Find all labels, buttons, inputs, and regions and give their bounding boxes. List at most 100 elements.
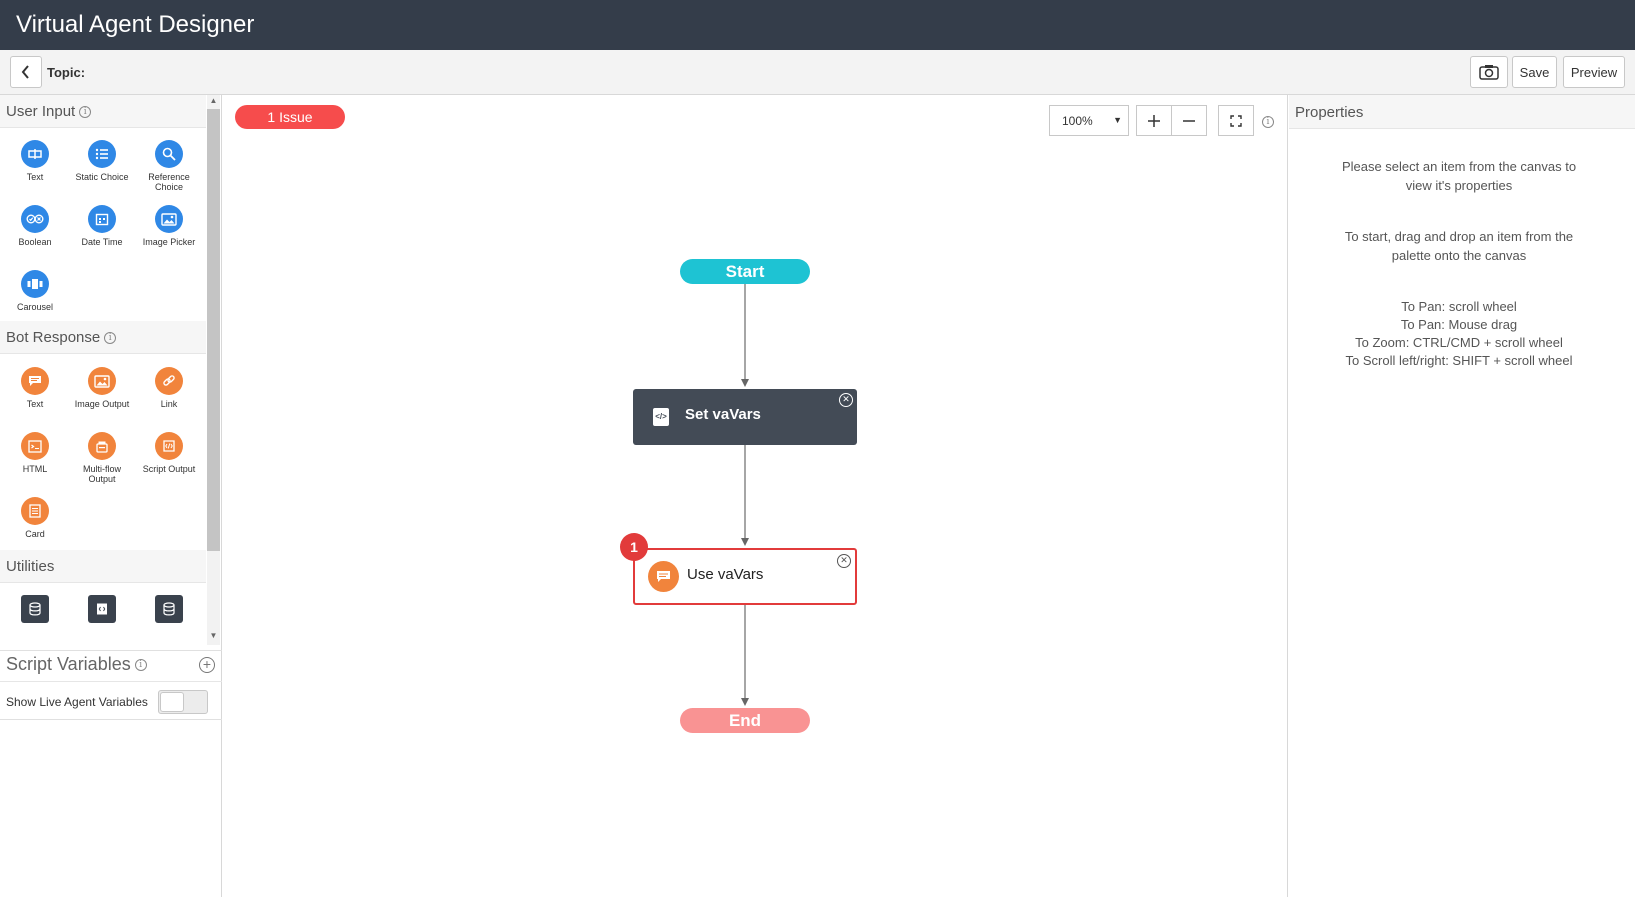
flow-connectors bbox=[741, 284, 749, 706]
palette-item-utility-script[interactable] bbox=[72, 595, 132, 623]
palette-scrollbar[interactable]: ▲ ▼ bbox=[207, 95, 220, 645]
use-vavars-node[interactable]: Use vaVars ✕ bbox=[633, 548, 857, 605]
utilities-section-header[interactable]: Utilities bbox=[0, 550, 206, 583]
close-icon[interactable]: ✕ bbox=[839, 393, 853, 407]
end-node[interactable]: End bbox=[680, 708, 810, 733]
search-icon bbox=[155, 140, 183, 168]
start-node[interactable]: Start bbox=[680, 259, 810, 284]
save-button[interactable]: Save bbox=[1512, 56, 1557, 88]
palette-item-utility-lookup[interactable] bbox=[5, 595, 65, 623]
database-icon bbox=[155, 595, 183, 623]
palette-item-label: Image Output bbox=[74, 399, 130, 409]
close-icon[interactable]: ✕ bbox=[837, 554, 851, 568]
back-button[interactable] bbox=[10, 56, 42, 88]
properties-drag-message: To start, drag and drop an item from the… bbox=[1344, 229, 1574, 263]
palette-item-image-output[interactable]: Image Output bbox=[72, 367, 132, 409]
app-title: Virtual Agent Designer bbox=[16, 11, 255, 38]
script-icon bbox=[88, 595, 116, 623]
palette-item-label: Text bbox=[26, 399, 44, 409]
flow-canvas[interactable]: 1 Issue 100% ▼ i Start </> Set vaVars ✕ bbox=[223, 95, 1288, 897]
live-agent-variables-row: Show Live Agent Variables bbox=[0, 681, 222, 721]
zoom-out-button[interactable] bbox=[1171, 105, 1207, 136]
scroll-down-arrow-icon[interactable]: ▼ bbox=[209, 631, 218, 640]
node-label: Use vaVars bbox=[687, 566, 764, 583]
info-icon[interactable]: i bbox=[104, 332, 117, 345]
app-header: Virtual Agent Designer bbox=[0, 0, 1635, 50]
set-vavars-node[interactable]: </> Set vaVars ✕ bbox=[633, 389, 857, 445]
card-icon bbox=[21, 497, 49, 525]
palette-item-carousel[interactable]: Carousel bbox=[5, 270, 65, 312]
properties-select-message: Please select an item from the canvas to… bbox=[1341, 159, 1577, 193]
palette-item-text-input[interactable]: Text bbox=[5, 140, 65, 182]
chevron-left-icon bbox=[21, 65, 29, 79]
palette-item-static-choice[interactable]: Static Choice bbox=[72, 140, 132, 182]
list-icon bbox=[88, 140, 116, 168]
node-label: Set vaVars bbox=[685, 406, 761, 423]
palette-item-image-picker[interactable]: Image Picker bbox=[139, 205, 199, 247]
palette-item-multi-flow-output[interactable]: Multi-flow Output bbox=[72, 432, 132, 484]
preview-button[interactable]: Preview bbox=[1563, 56, 1625, 88]
palette-item-label: Multi-flow Output bbox=[82, 464, 121, 484]
palette-item-bot-text[interactable]: Text bbox=[5, 367, 65, 409]
arrowhead-icon bbox=[741, 538, 749, 546]
carousel-icon bbox=[21, 270, 49, 298]
properties-header: Properties bbox=[1289, 95, 1635, 129]
link-icon bbox=[155, 367, 183, 395]
chat-icon bbox=[21, 367, 49, 395]
palette-item-script-output[interactable]: Script Output bbox=[139, 432, 199, 474]
palette-item-label: Link bbox=[160, 399, 178, 409]
palette-item-card[interactable]: Card bbox=[5, 497, 65, 539]
palette-item-label: Static Choice bbox=[75, 172, 129, 182]
arrowhead-icon bbox=[741, 379, 749, 387]
palette-item-boolean[interactable]: Boolean bbox=[5, 205, 65, 247]
palette-item-date-time[interactable]: Date Time bbox=[72, 205, 132, 247]
canvas-info-icon[interactable]: i bbox=[1262, 113, 1274, 131]
snapshot-button[interactable] bbox=[1470, 56, 1508, 88]
palette-item-label: Reference Choice bbox=[148, 172, 190, 192]
palette-item-label: Card bbox=[25, 529, 45, 539]
arrowhead-icon bbox=[741, 698, 749, 706]
boolean-icon bbox=[21, 205, 49, 233]
minus-icon bbox=[1183, 119, 1195, 122]
palette-item-html[interactable]: HTML bbox=[5, 432, 65, 474]
palette-item-label: HTML bbox=[22, 464, 48, 474]
error-count-badge[interactable]: 1 bbox=[620, 533, 648, 561]
chat-icon bbox=[648, 561, 679, 592]
zoom-value: 100% bbox=[1062, 113, 1093, 128]
expand-icon bbox=[1230, 114, 1242, 127]
palette-item-label: Carousel bbox=[16, 302, 54, 312]
live-agent-variables-toggle[interactable] bbox=[158, 690, 208, 714]
issue-badge[interactable]: 1 Issue bbox=[235, 105, 345, 129]
info-icon[interactable]: i bbox=[134, 659, 147, 672]
scrollbar-thumb[interactable] bbox=[207, 109, 220, 551]
dropdown-arrow-icon: ▼ bbox=[1113, 115, 1122, 125]
properties-panel: Properties Please select an item from th… bbox=[1289, 95, 1635, 897]
toolbar: Topic: Save Preview bbox=[0, 50, 1635, 95]
topic-label: Topic: bbox=[47, 65, 86, 80]
info-icon[interactable]: i bbox=[79, 106, 92, 119]
text-input-icon bbox=[21, 140, 49, 168]
zoom-select[interactable]: 100% ▼ bbox=[1049, 105, 1129, 136]
palette-item-link[interactable]: Link bbox=[139, 367, 199, 409]
toggle-knob bbox=[160, 692, 184, 712]
fit-to-screen-button[interactable] bbox=[1218, 105, 1254, 136]
zoom-in-button[interactable] bbox=[1136, 105, 1172, 136]
palette-item-utility-records[interactable] bbox=[139, 595, 199, 623]
calendar-icon bbox=[88, 205, 116, 233]
html-icon bbox=[21, 432, 49, 460]
properties-hint-zoom: To Zoom: CTRL/CMD + scroll wheel bbox=[1355, 335, 1563, 350]
palette-item-reference-choice[interactable]: Reference Choice bbox=[139, 140, 199, 192]
utilities-title: Utilities bbox=[6, 558, 55, 575]
script-icon: </> bbox=[653, 408, 669, 426]
scroll-up-arrow-icon[interactable]: ▲ bbox=[209, 96, 218, 105]
properties-hint-pan-scroll: To Pan: scroll wheel bbox=[1401, 299, 1517, 314]
multi-flow-icon bbox=[88, 432, 116, 460]
add-variable-icon[interactable]: + bbox=[199, 657, 215, 673]
properties-hint-pan-drag: To Pan: Mouse drag bbox=[1400, 317, 1518, 332]
